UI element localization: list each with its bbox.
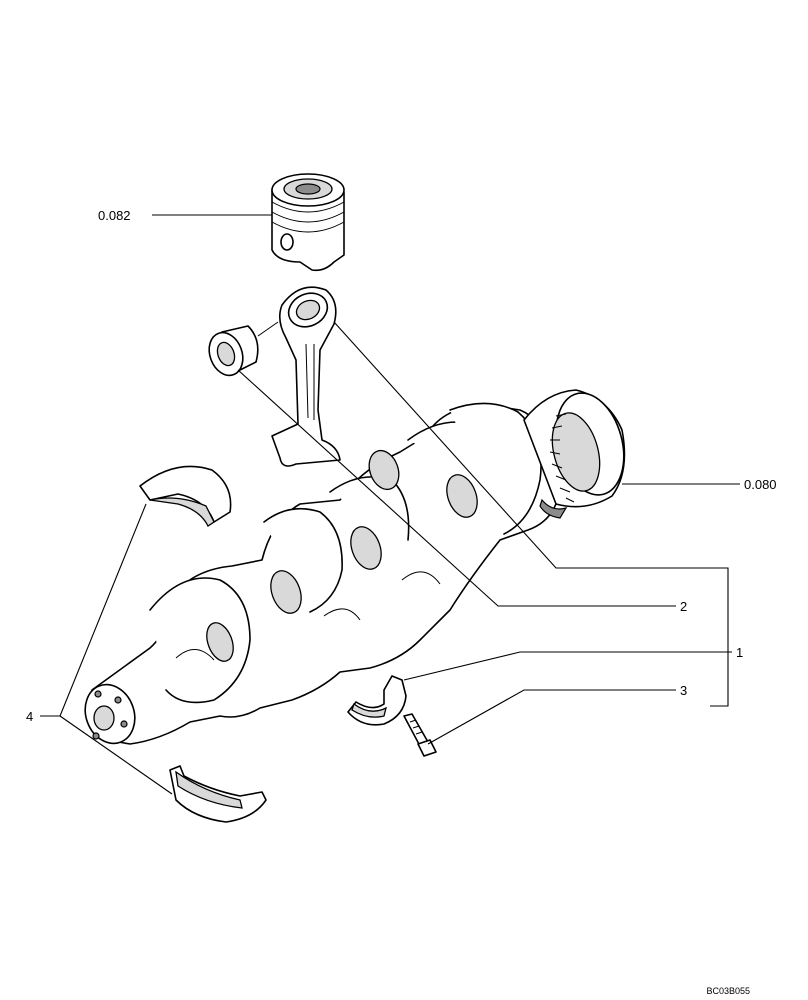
callout-piston: 0.082 (98, 208, 131, 223)
lower-bearing-shell (169, 765, 267, 823)
connecting-rod (271, 286, 341, 467)
upper-bearing-shell (139, 465, 232, 527)
rod-cap (347, 675, 407, 726)
callout-timing-gear: 0.080 (744, 477, 777, 492)
rod-bolt (403, 713, 437, 757)
callout-main-bearing: 4 (26, 709, 33, 724)
leader-lines (40, 214, 740, 795)
piston (271, 173, 345, 272)
piston-pin (208, 321, 279, 377)
timing-gear (523, 389, 626, 519)
callout-bolt: 3 (680, 683, 687, 698)
drawing-code: BC03B055 (706, 986, 750, 996)
callout-crankshaft-assembly: 1 (736, 645, 743, 660)
crankshaft (84, 402, 561, 745)
callout-connecting-rod: 2 (680, 599, 687, 614)
